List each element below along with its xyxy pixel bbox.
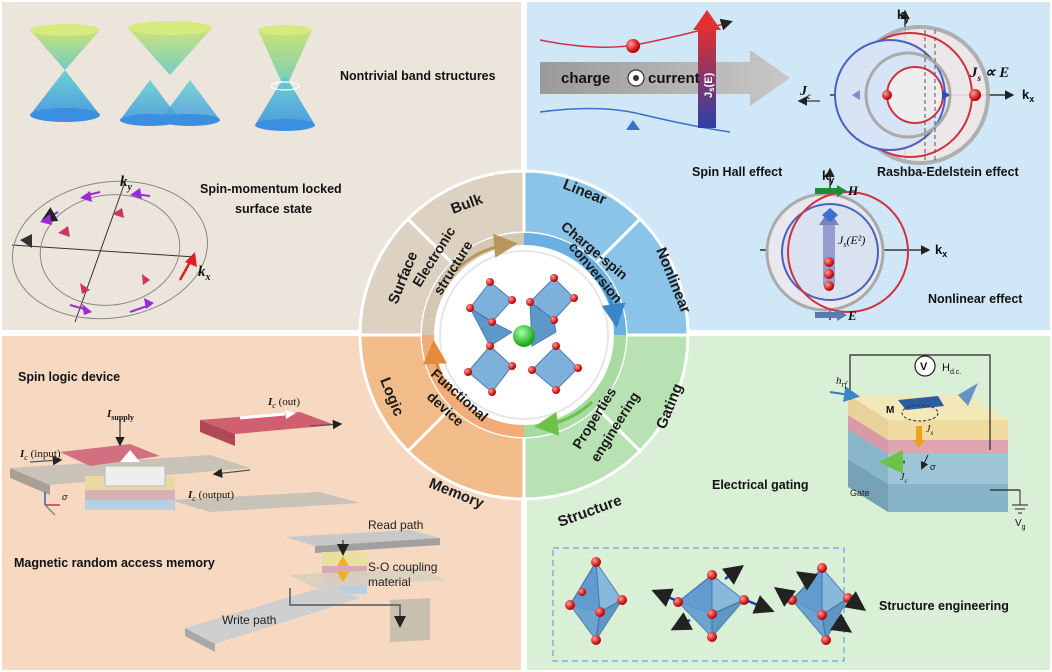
- nonlinear-diagram: ky kx H E Js(E²): [760, 167, 947, 323]
- ic-out-label: Ic (out): [267, 396, 300, 410]
- sigma-label-gating: σ: [930, 462, 936, 472]
- mram-title: Magnetic random access memory: [14, 556, 215, 570]
- js-e2-label: Js(E²): [838, 233, 865, 249]
- rashba-title: Rashba-Edelstein effect: [877, 165, 1020, 179]
- voltmeter-label: V: [920, 361, 928, 373]
- structure-engineering-box: [552, 547, 867, 662]
- jc-gating-label: Jc: [900, 472, 908, 485]
- rashba-diagram: Jc ky kx Js ∝ E: [797, 7, 1034, 165]
- octahedron-1: [565, 557, 627, 645]
- ky-axis-label: ky: [120, 174, 133, 193]
- spin-hall-diagram: charge current Js(E): [539, 10, 790, 133]
- js-gating-label: Js: [926, 424, 933, 437]
- ic-output-label: Ic (output): [187, 489, 234, 503]
- ic-input-label: Ic (input): [19, 448, 61, 462]
- charge-label: charge: [561, 70, 610, 87]
- spin-logic-title: Spin logic device: [18, 370, 120, 384]
- m-label: M: [886, 405, 894, 416]
- gate-label: Gate: [850, 488, 870, 498]
- isupply-label: Isupply: [106, 408, 134, 422]
- hdc-label: Hd.c.: [942, 362, 961, 376]
- read-path-label: Read path: [368, 518, 423, 532]
- perovskite-structure: [464, 274, 582, 396]
- h-field-label: H: [847, 183, 859, 198]
- spin-hall-title: Spin Hall effect: [692, 165, 783, 179]
- dirac-cone-2: [120, 21, 220, 126]
- e-field-label: E: [847, 308, 857, 323]
- band-structures-title: Nontrivial band structures: [340, 69, 496, 83]
- js-e-label: Js(E): [703, 72, 716, 98]
- kx-label-nonlinear: kx: [935, 242, 947, 259]
- nonlinear-effect-title: Nonlinear effect: [928, 292, 1023, 306]
- js-proportional-label: Js ∝ E: [969, 65, 1009, 83]
- spin-logic-device: Isupply Ic (out) Ic (input) Ic (output) …: [10, 396, 360, 516]
- octahedron-3: [773, 563, 867, 645]
- spin-momentum-title-line2: surface state: [235, 202, 312, 216]
- ky-label-nonlinear: ky: [822, 168, 834, 185]
- kx-label-rashba: kx: [1022, 87, 1034, 104]
- ky-label-rashba: ky: [897, 7, 909, 24]
- spin-momentum-diagram: ky kx: [11, 174, 211, 323]
- structure-engineering-title: Structure engineering: [879, 599, 1009, 613]
- electrical-gating-title: Electrical gating: [712, 478, 809, 492]
- write-path-label: Write path: [222, 613, 276, 627]
- central-wheel: Bulk Surface Linear Nonlinear Gating Str…: [358, 169, 694, 531]
- dirac-cone-3: [255, 25, 315, 131]
- dirac-cone-1: [30, 24, 100, 122]
- kx-axis-label: kx: [198, 264, 211, 283]
- spin-momentum-title-line1: Spin-momentum locked: [200, 182, 342, 196]
- hrf-label: hrf: [836, 375, 849, 389]
- mram-device: Read path S-O coupling material Write pa…: [185, 518, 445, 652]
- octahedron-2: [651, 565, 775, 642]
- so-coupling-label-1: S-O coupling: [368, 560, 437, 574]
- jc-label: Jc: [799, 84, 811, 101]
- gating-device: hrf V Hd.c. M Js Jc σ Gate Vg: [829, 354, 1028, 531]
- so-coupling-label-2: material: [368, 575, 411, 589]
- current-label: current: [648, 70, 700, 87]
- sigma-label-logic: σ: [62, 492, 68, 502]
- vg-label: Vg: [1015, 518, 1026, 531]
